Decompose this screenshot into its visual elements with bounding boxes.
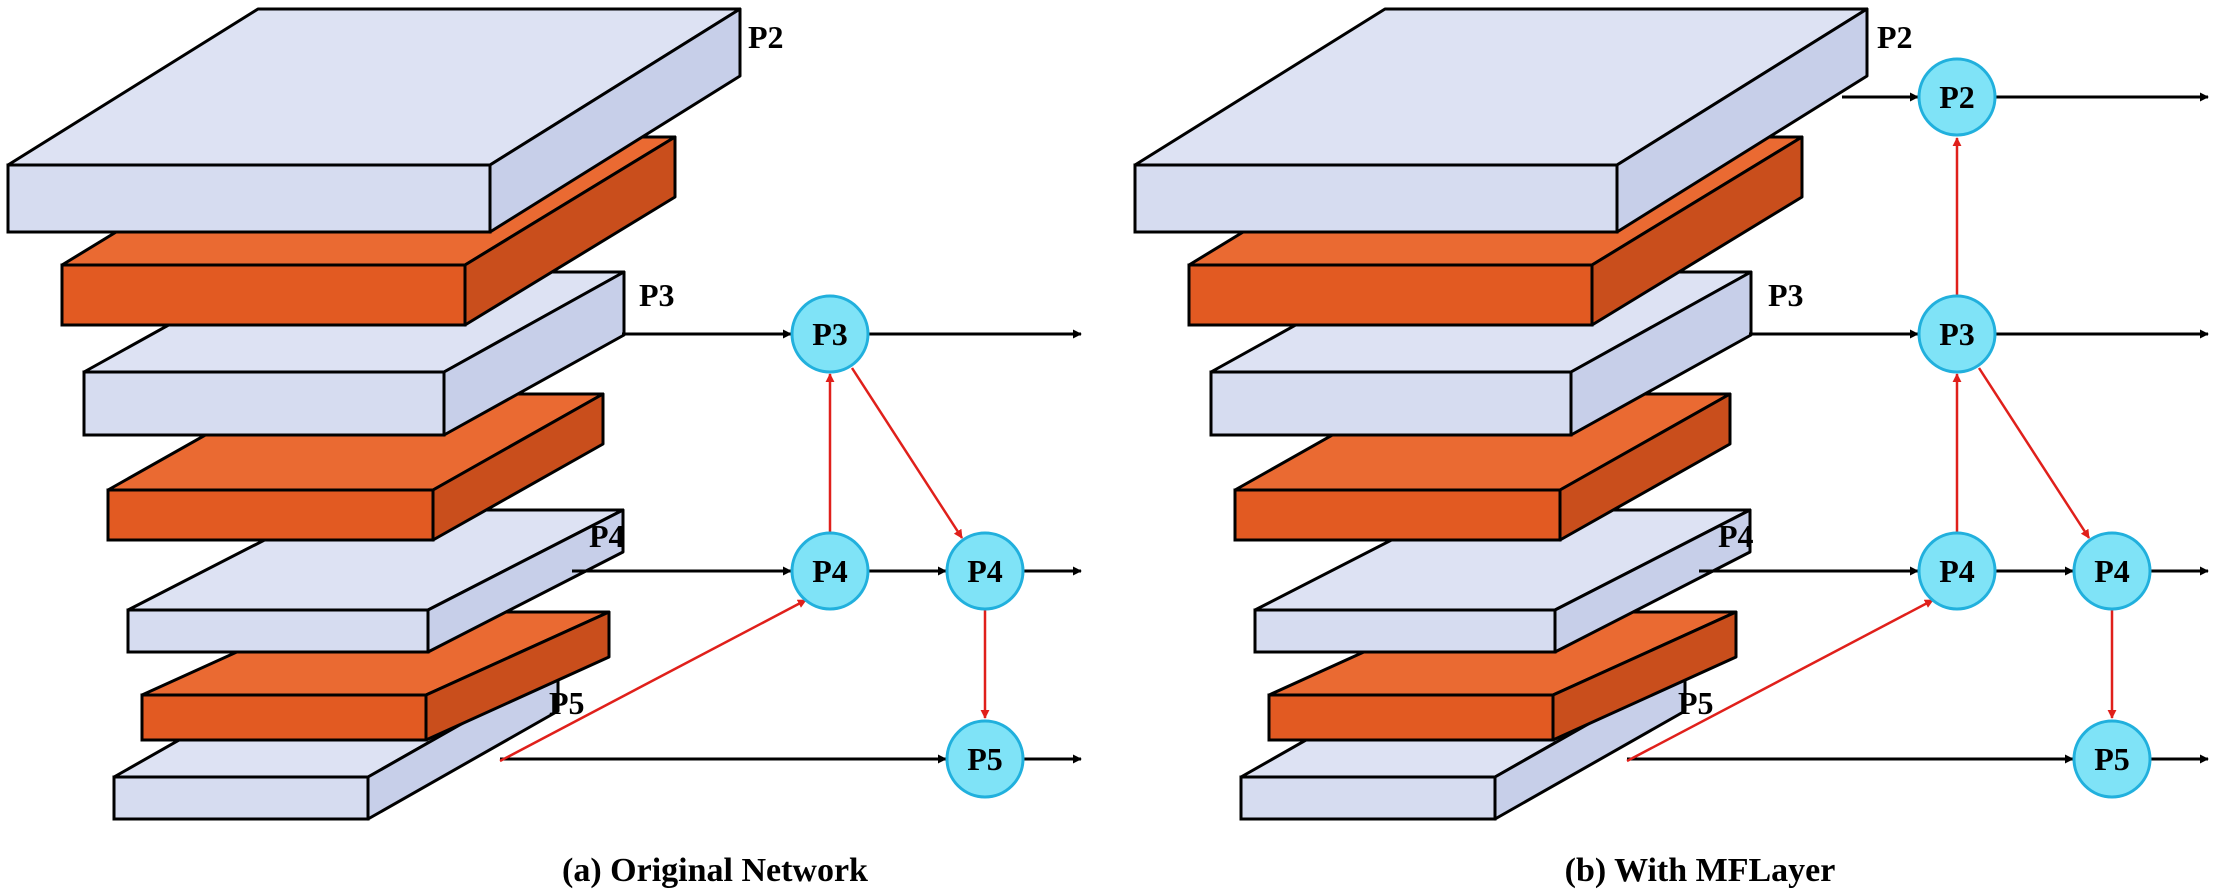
node-p3: P3 [790,294,870,374]
slab-front-face [1209,370,1573,437]
edge-p3-to-p4 [1977,367,2091,539]
node-p4-second: P4 [945,531,1025,611]
node-circle [790,531,870,611]
node-label: P3 [812,316,848,352]
node-label: P5 [967,741,1003,777]
stack-label-p2: P2 [1877,19,1913,55]
slab-front-face [60,263,467,327]
node-p4-second: P4 [2072,531,2152,611]
slab-front-face [1239,775,1497,821]
node-label: P3 [1939,316,1975,352]
node-circle [1917,57,1997,137]
node-p4-first: P4 [790,531,870,611]
node-label: P4 [2094,553,2130,589]
slab-p2 [6,7,742,234]
node-p3: P3 [1917,294,1997,374]
node-p4-first: P4 [1917,531,1997,611]
node-circle [945,719,1025,799]
edges [499,329,1082,764]
feature-stack [6,7,742,821]
slab-p4 [1253,508,1752,654]
slab-orange-2 [1233,392,1732,542]
slab-orange-2 [106,392,605,542]
caption: (b) With MFLayer [1565,852,1836,889]
slab-front-face [126,608,430,654]
slab-front-face [1187,263,1594,327]
node-p2: P2 [1917,57,1997,137]
node-p5: P5 [2072,719,2152,799]
caption: (a) Original Network [562,852,868,889]
stack-label-p5: P5 [549,685,585,721]
edge-p5-to-p4 [1626,598,1934,763]
node-label: P2 [1939,79,1975,115]
node-label: P4 [812,553,848,589]
slab-front-face [1233,488,1562,542]
slab-p4 [126,508,625,654]
node-label: P5 [2094,741,2130,777]
feature-stack [1133,7,1869,821]
node-circle [1917,294,1997,374]
slab-front-face [140,693,428,742]
stack-label-p3: P3 [1768,277,1804,313]
slab-front-face [1253,608,1557,654]
slab-p2 [1133,7,1869,234]
edge-p5-to-p4 [499,598,807,763]
node-circle [2072,719,2152,799]
edge-p3-to-p4 [850,367,964,539]
stack-label-p2: P2 [748,19,784,55]
stack-label-p3: P3 [639,277,675,313]
stack-label-p5: P5 [1678,685,1714,721]
stack-label-p4: P4 [589,518,625,554]
node-label: P4 [967,553,1003,589]
slab-front-face [1267,693,1555,742]
edges [1626,92,2209,764]
slab-front-face [106,488,435,542]
slab-front-face [1133,163,1619,234]
node-circle [945,531,1025,611]
slab-front-face [82,370,446,437]
node-circle [2072,531,2152,611]
slab-front-face [112,775,370,821]
node-circle [1917,531,1997,611]
node-label: P4 [1939,553,1975,589]
slab-front-face [6,163,492,234]
stack-label-p4: P4 [1718,518,1754,554]
node-circle [790,294,870,374]
node-p5: P5 [945,719,1025,799]
